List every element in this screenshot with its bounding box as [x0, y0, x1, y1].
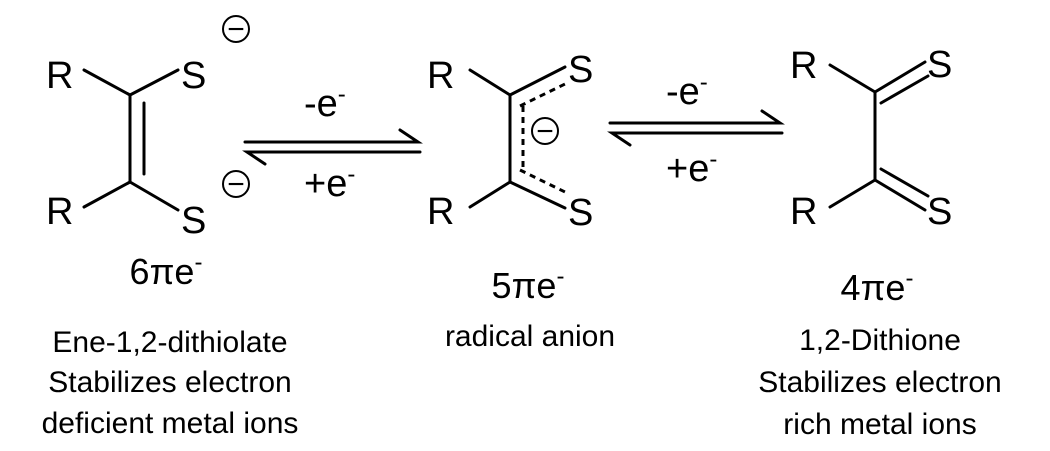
electron-count-4: 4πe- — [841, 265, 914, 308]
bond-cs-double-a-bottom — [873, 178, 927, 212]
arrow-reverse-1 — [242, 150, 422, 166]
atom-s-bottom: S — [568, 192, 593, 234]
label-oxidation-2: -e- — [666, 69, 708, 113]
atom-r-bottom: R — [427, 191, 454, 233]
atom-r-top: R — [427, 55, 454, 97]
atom-s-top: S — [181, 55, 206, 97]
arrow-reverse-2 — [607, 131, 784, 147]
description-line: 1,2-Dithione — [799, 324, 961, 357]
label-reduction-2: +e- — [666, 146, 717, 190]
arrow-forward-2 — [608, 109, 785, 125]
description-line: Stabilizes electron — [758, 366, 1001, 399]
bond-r-c-bottom — [828, 178, 877, 209]
equilibrium-arrow-1: -e- +e- — [242, 81, 423, 205]
arrow-forward-1 — [243, 128, 423, 144]
description-line: rich metal ions — [783, 408, 976, 441]
bond-cs-double-b-top — [879, 74, 930, 105]
bond-r-c-top — [82, 68, 132, 97]
bond-c-s-top-delocalized — [519, 82, 566, 108]
bond-c-s-bottom-delocalized — [519, 168, 566, 194]
charge-circle-bottom — [222, 170, 250, 198]
atom-r-bottom: R — [46, 191, 73, 233]
atom-s-bottom: S — [927, 191, 952, 233]
description-line: deficient metal ions — [42, 407, 299, 440]
bond-r-c-top — [468, 68, 512, 97]
electron-count-5: 5πe- — [492, 263, 565, 306]
bond-r-c-bottom — [82, 180, 132, 209]
charge-circle — [531, 117, 559, 145]
charge-symbol: − — [536, 115, 554, 148]
bond-r-c-top — [828, 63, 877, 94]
label-oxidation-1: -e- — [304, 81, 346, 125]
atom-r-bottom: R — [790, 191, 817, 233]
bond-cs-double-b-bottom — [879, 167, 930, 198]
bond-r-c-bottom — [468, 180, 512, 209]
description-line: Ene-1,2-dithiolate — [52, 326, 287, 359]
atom-s-top: S — [927, 44, 952, 86]
molecule-dithione: R R S S — [790, 44, 952, 233]
label-reduction-1: +e- — [304, 161, 355, 205]
atom-s-top: S — [568, 49, 593, 91]
description-line: radical anion — [445, 320, 615, 353]
bond-c-s-bottom — [128, 180, 180, 212]
molecule-radical-anion: R R S S − — [427, 49, 593, 234]
equilibrium-arrow-2: -e- +e- — [607, 69, 785, 190]
description-line: Stabilizes electron — [48, 366, 291, 399]
bond-cs-double-a-top — [873, 60, 927, 94]
bond-c-s-top — [508, 65, 567, 97]
bond-c-s-top — [128, 68, 180, 97]
atom-s-bottom: S — [181, 200, 206, 242]
charge-symbol-top: − — [227, 13, 245, 46]
charge-circle-top — [222, 15, 250, 43]
atom-r-top: R — [46, 55, 73, 97]
charge-symbol-bottom: − — [227, 168, 245, 201]
atom-r-top: R — [790, 45, 817, 87]
molecule-dithiolate: R R S S − − — [46, 13, 250, 242]
electron-count-6: 6πe- — [130, 249, 203, 292]
bond-c-s-bottom — [508, 180, 567, 210]
